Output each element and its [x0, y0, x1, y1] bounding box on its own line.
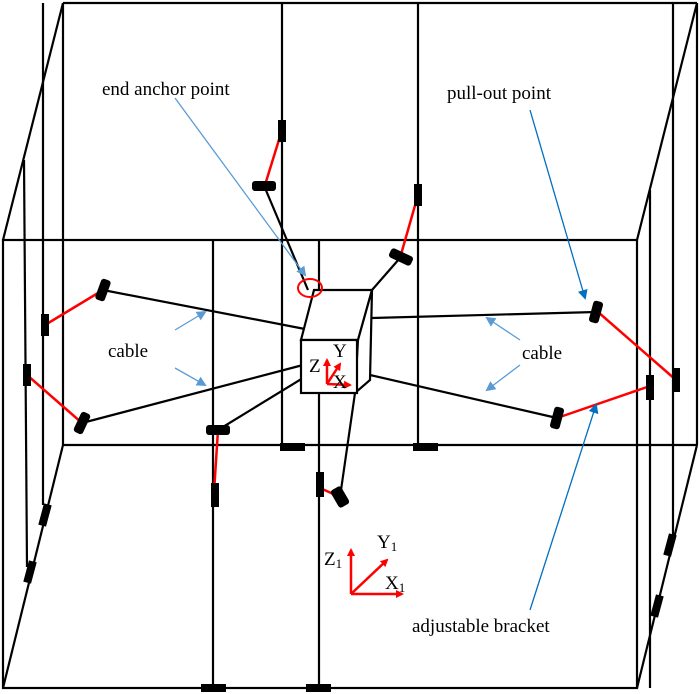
- base-axes: Z1 Y1 X1: [324, 532, 405, 598]
- pull-out-arrow: [529, 109, 588, 300]
- actuators: [23, 120, 680, 692]
- platform-z-label: Z: [309, 356, 321, 377]
- cable-arrow: [174, 367, 207, 386]
- end-anchor-marker: [297, 278, 323, 298]
- base-x-label: X1: [385, 573, 405, 595]
- adjustable-bracket-arrow: [529, 403, 599, 611]
- end-anchor-point-label: end anchor point: [102, 79, 230, 100]
- adjustable-bracket-label: adjustable bracket: [412, 616, 550, 637]
- cable-label-left: cable: [108, 341, 148, 362]
- end-anchor-arrow: [174, 97, 307, 277]
- cables: [81, 187, 597, 498]
- cable-arrow: [485, 364, 521, 392]
- base-y-label: Y1: [377, 532, 397, 554]
- platform-axes: Z Y X: [309, 341, 352, 393]
- platform-y-label: Y: [333, 341, 347, 362]
- pull-out-point-label: pull-out point: [447, 83, 552, 104]
- cable-arrow: [174, 310, 207, 331]
- cable-arrow: [485, 316, 521, 341]
- cable-label-right: cable: [522, 343, 562, 364]
- annotations: end anchor point pull-out point cable ca…: [100, 76, 599, 637]
- platform-x-label: X: [333, 372, 347, 393]
- base-z-label: Z1: [324, 549, 342, 571]
